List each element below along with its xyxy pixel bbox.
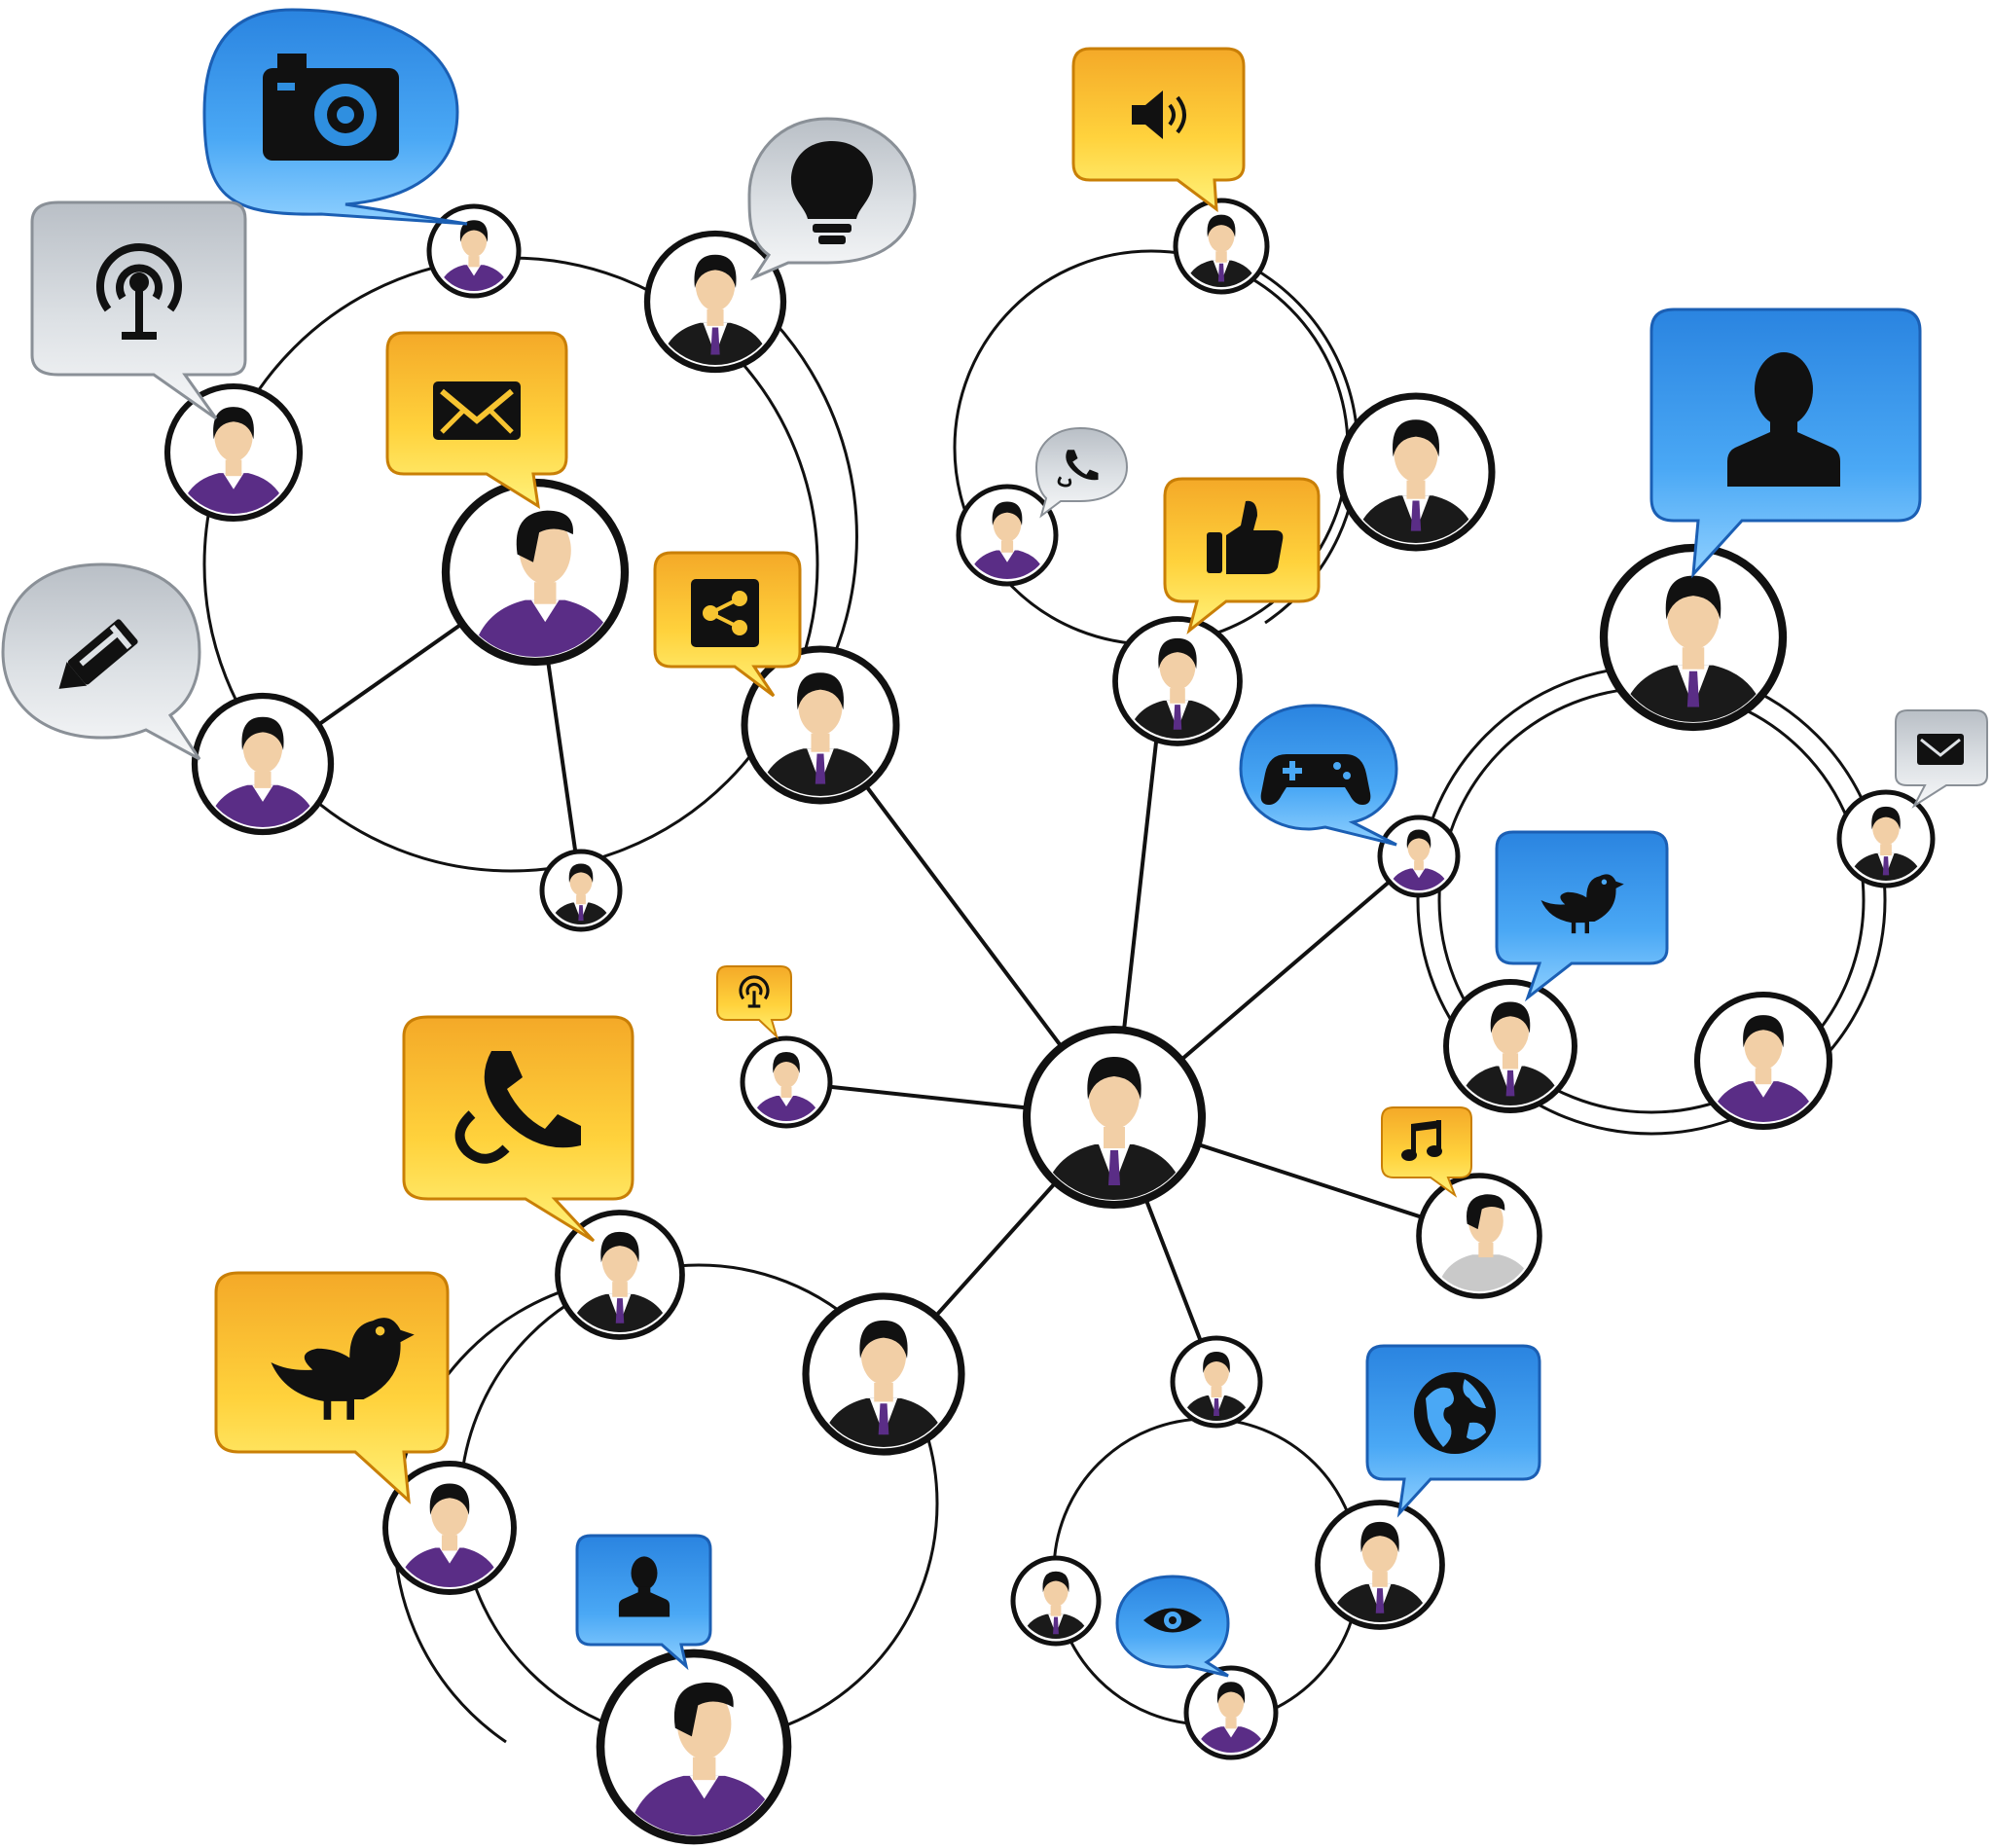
person-br-2 xyxy=(1315,1500,1445,1630)
person-tl-4 xyxy=(441,478,630,667)
bird-big-bubble xyxy=(214,1271,450,1504)
phone-icon xyxy=(454,1051,581,1164)
person-r-5 xyxy=(1693,991,1833,1131)
person-bl-3 xyxy=(382,1461,517,1595)
bubbles-layer xyxy=(1,8,1988,1678)
bird-icon xyxy=(271,1318,415,1420)
person-tm-4 xyxy=(1112,616,1243,746)
person-br-5 xyxy=(1416,1173,1542,1299)
mail-icon xyxy=(1917,734,1964,765)
music-note-icon xyxy=(1401,1120,1442,1161)
person-tl-3 xyxy=(163,382,304,523)
person-br-4 xyxy=(1183,1665,1279,1760)
person-bl-1-avatar xyxy=(567,1231,672,1332)
mail-small-bubble xyxy=(1895,709,1988,809)
person-tl-5 xyxy=(191,692,335,836)
person-r-3 xyxy=(1836,789,1936,888)
person-r-1 xyxy=(1599,543,1788,732)
user-bubble xyxy=(1649,308,1922,579)
eye-bubble xyxy=(1115,1575,1230,1678)
person-br-0 xyxy=(740,1035,833,1129)
thumbsup-bubble xyxy=(1163,477,1321,634)
person-tl-2 xyxy=(643,230,787,374)
pencil-icon xyxy=(58,619,138,689)
gamepad-icon xyxy=(1260,754,1371,805)
person-br-1 xyxy=(1170,1335,1263,1429)
phone-bubble xyxy=(402,1015,634,1243)
person-r-2 xyxy=(1377,815,1461,898)
podcast-bubble xyxy=(30,200,247,420)
person-bl-1 xyxy=(555,1210,685,1340)
person-tl-1 xyxy=(426,203,522,299)
music-bubble xyxy=(1381,1106,1472,1198)
person-tm-2 xyxy=(956,484,1059,587)
person-tm-3 xyxy=(1336,392,1496,552)
person-br-3 xyxy=(1010,1555,1102,1647)
globe-bubble xyxy=(1365,1344,1541,1518)
bulb-bubble xyxy=(747,117,917,281)
bird-bubble xyxy=(1495,830,1669,1002)
user-silhouette-icon xyxy=(1727,352,1840,487)
person-tl-7 xyxy=(539,849,623,932)
speaker-icon xyxy=(1132,91,1186,139)
mail-bubble xyxy=(385,331,568,509)
person-center xyxy=(1022,1025,1207,1210)
people-layer xyxy=(163,198,1936,1845)
phone-icon xyxy=(1057,450,1099,488)
person-tm-1 xyxy=(1173,198,1270,295)
camera-icon xyxy=(263,54,399,161)
speaker-bubble xyxy=(1071,47,1246,213)
gamepad-bubble xyxy=(1239,704,1398,847)
thumbs-up-icon xyxy=(1207,500,1284,574)
bird-icon xyxy=(1540,874,1624,934)
person-r-4 xyxy=(1443,979,1577,1113)
user-silhouette-icon xyxy=(618,1556,670,1617)
person-bl-2 xyxy=(802,1292,965,1456)
user-small-bubble xyxy=(575,1534,712,1671)
podcast-small-bubble xyxy=(716,965,792,1040)
person-tl-6 xyxy=(741,645,900,805)
phone-small-bubble xyxy=(1034,426,1129,519)
pencil-bubble xyxy=(1,562,201,761)
person-bl-4 xyxy=(596,1649,792,1845)
podcast-icon xyxy=(96,243,182,340)
globe-icon xyxy=(1414,1372,1496,1454)
podcast-icon xyxy=(739,975,770,1008)
lightbulb-icon xyxy=(791,141,873,244)
eye-icon xyxy=(1143,1608,1202,1633)
share-bubble xyxy=(653,551,802,698)
share-icon xyxy=(691,579,759,647)
camera-bubble xyxy=(202,8,468,226)
mail-icon xyxy=(433,381,521,440)
